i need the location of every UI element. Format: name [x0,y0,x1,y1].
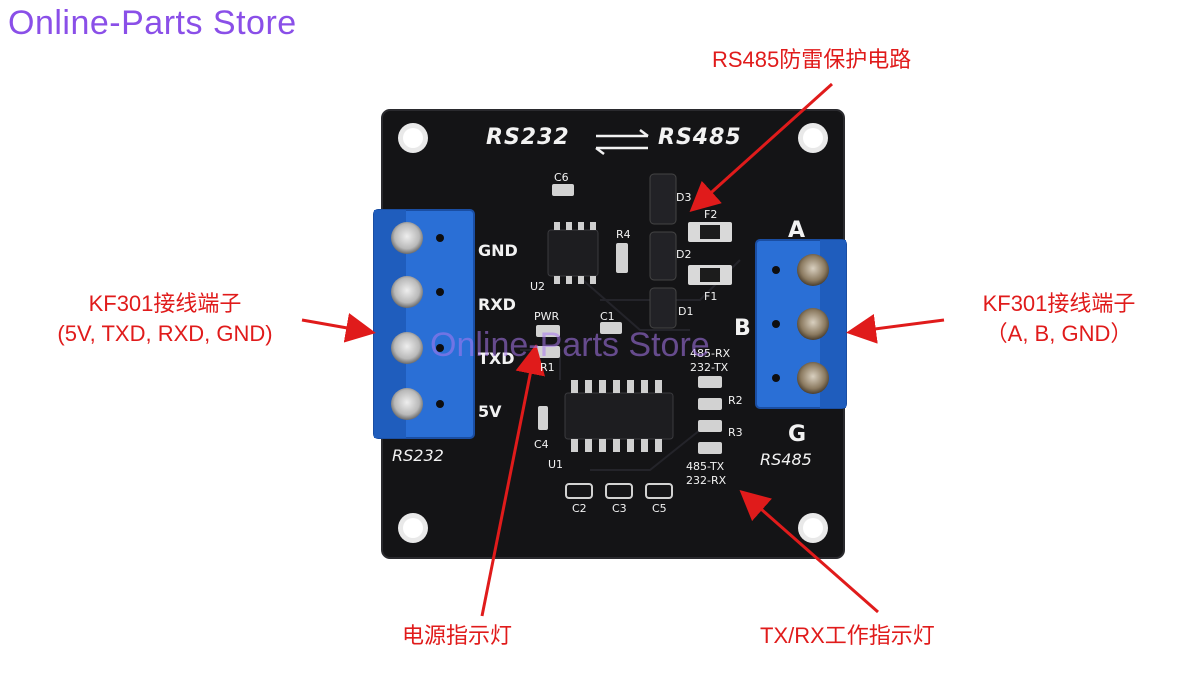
silk-r2: R2 [728,394,743,407]
ic-u1 [564,380,674,452]
left-terminal-name: RS232 [392,446,444,465]
callout-arrows [301,82,945,617]
screw-icon [391,222,423,420]
callout-right-terminal-title: KF301接线端子 [982,291,1136,316]
left-pin-gnd: GND [478,241,518,260]
silk-232-rx: 232-RX [686,474,727,487]
silk-f1: F1 [704,290,718,303]
left-terminal-block [373,209,475,439]
right-terminal-block [755,239,847,409]
silk-r4: R4 [616,228,631,241]
callout-right-terminal-pins: （A, B, GND） [985,321,1133,346]
left-pin-txd: TXD [478,349,515,368]
mounting-hole-icon [398,123,828,543]
silk-c6: C6 [554,171,569,184]
callout-left-terminal-title: KF301接线端子 [88,291,242,316]
silk-232-tx: 232-TX [690,361,729,374]
silk-u2: U2 [530,280,546,293]
silk-c3: C3 [612,502,627,515]
silk-r1: R1 [540,361,555,374]
left-pin-rxd: RXD [478,295,516,314]
callout-power-led: 电源指示灯 [402,623,513,648]
board-title-rs485: RS485 [658,125,742,150]
silk-d1: D1 [678,305,694,318]
right-pin-a: A [788,218,806,243]
silk-f2: F2 [704,208,718,221]
silk-485-rx: 485-RX [690,347,731,360]
silk-485-tx: 485-TX [686,460,725,473]
silk-d2: D2 [676,248,692,261]
silk-c2: C2 [572,502,587,515]
store-title: Online-Parts Store [8,4,297,42]
left-pin-5v: 5V [478,402,502,421]
silk-pwr: PWR [534,310,560,323]
right-pin-b: B [734,316,751,341]
board-title-rs232: RS232 [486,125,570,150]
silk-d3: D3 [676,191,692,204]
ic-u2 [547,222,599,284]
callout-left-terminal-pins: (5V, TXD, RXD, GND) [57,321,273,346]
bidirectional-arrow-icon [595,129,649,155]
protection-components [649,173,732,329]
callout-txrx-led: TX/RX工作指示灯 [760,623,935,648]
right-pin-g: G [788,422,807,447]
silk-r3: R3 [728,426,743,439]
silk-u1: U1 [548,458,564,471]
silk-c4: C4 [534,438,549,451]
silk-c1: C1 [600,310,615,323]
silk-c5: C5 [652,502,667,515]
callout-surge-protection: RS485防雷保护电路 [712,47,912,72]
screw-icon [797,254,829,394]
right-terminal-name: RS485 [760,450,812,469]
